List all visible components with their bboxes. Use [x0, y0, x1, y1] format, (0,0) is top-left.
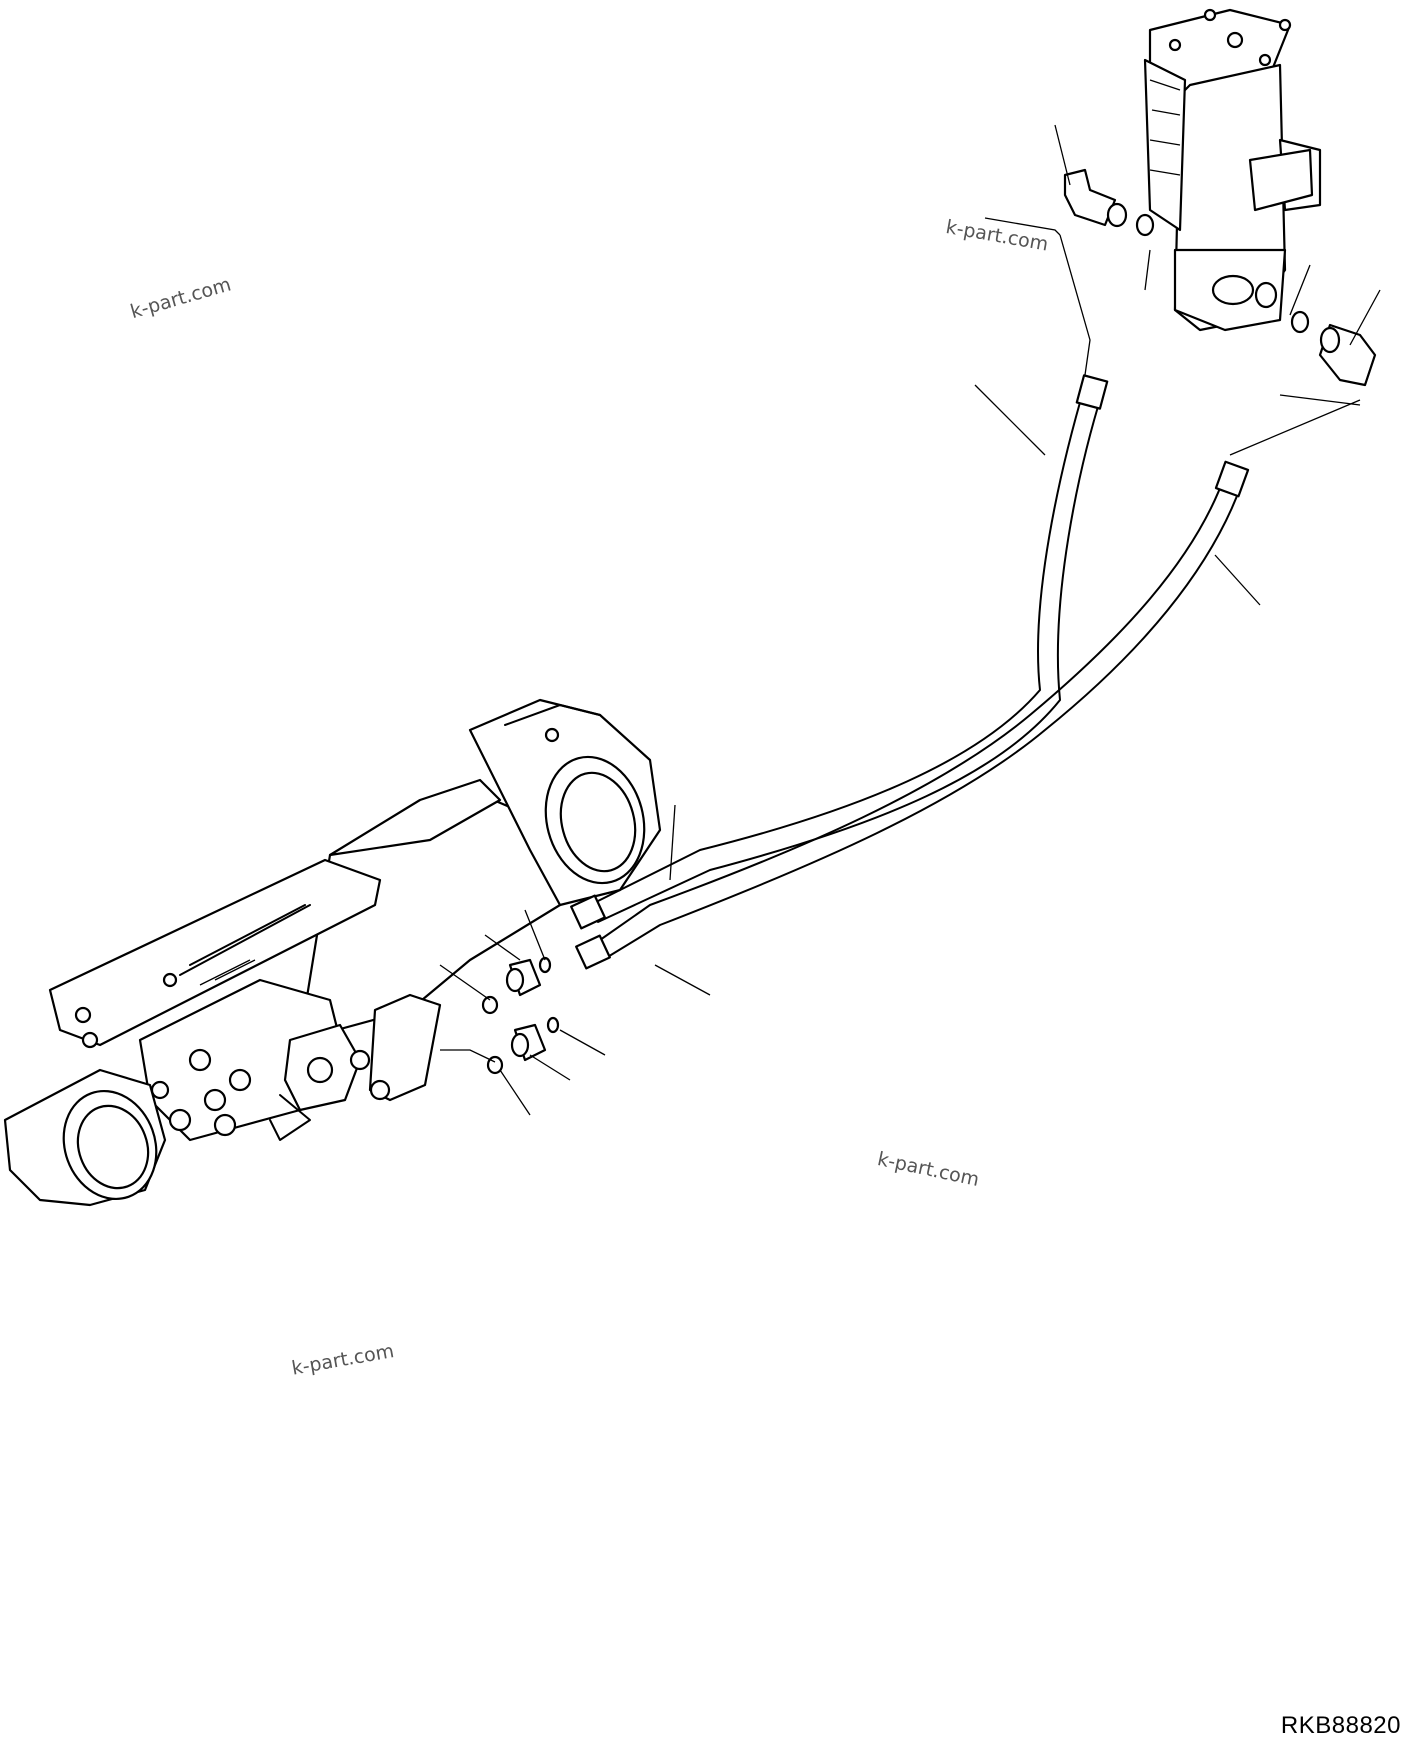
o-ring-6 — [546, 1016, 560, 1034]
swivel-joint — [1143, 8, 1322, 332]
o-ring-1 — [1135, 213, 1155, 237]
leader-lines — [439, 124, 1381, 1116]
hose-2 — [575, 460, 1250, 970]
adapter-fitting-lower — [510, 1023, 547, 1062]
hose-1 — [570, 374, 1109, 930]
drawing-code: RKB88820 — [1280, 1712, 1401, 1739]
adapter-fitting-upper — [505, 958, 542, 997]
o-ring-5 — [538, 956, 552, 974]
o-ring-2 — [1290, 310, 1310, 334]
elbow-fitting-upper-left — [1063, 168, 1128, 228]
elbow-fitting-right — [1318, 323, 1377, 387]
hydraulic-cylinder — [3, 698, 662, 1207]
o-ring-3 — [481, 995, 499, 1015]
